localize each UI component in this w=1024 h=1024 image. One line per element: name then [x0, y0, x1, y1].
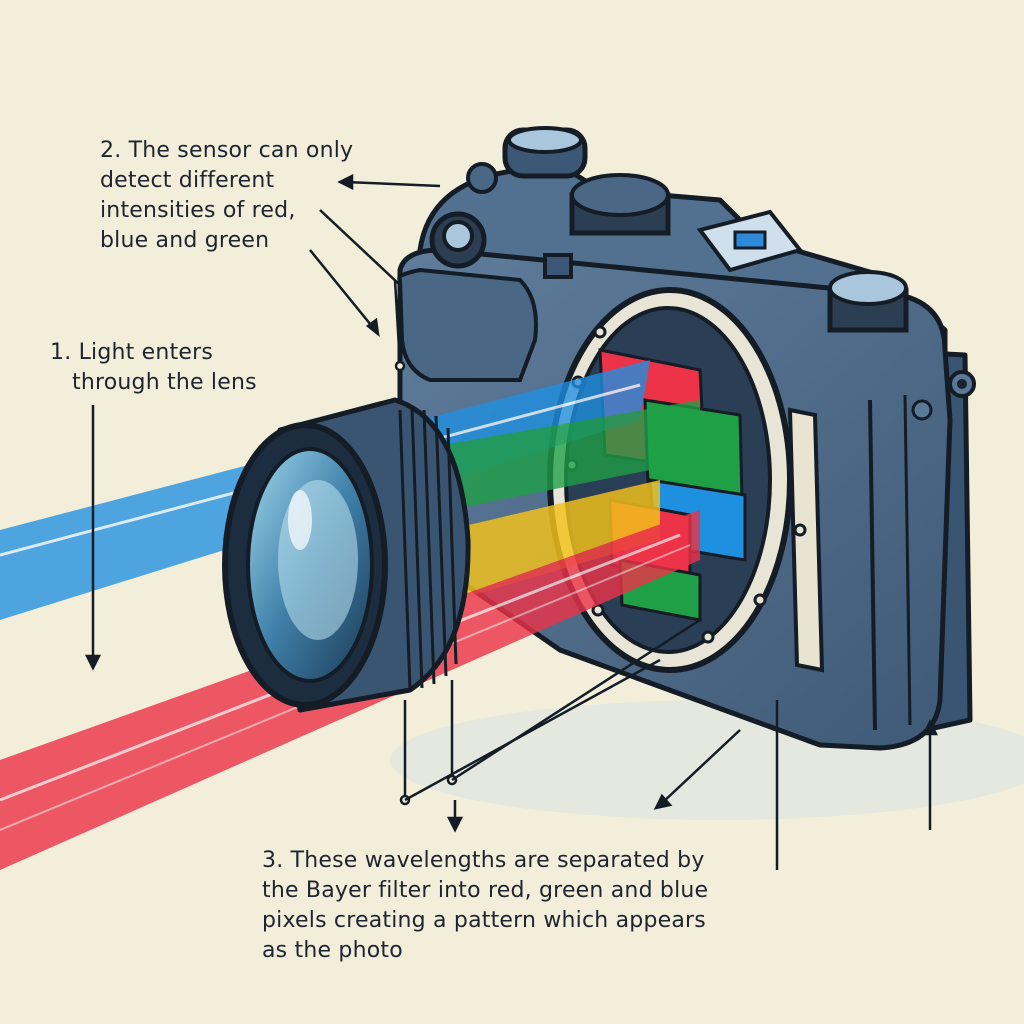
annotation-step-2: 2. The sensor can only detect different …: [100, 136, 353, 256]
annotation-step-3-line: pixels creating a pattern which appears: [262, 908, 706, 933]
annotation-step-1: 1. Light enters through the lens: [50, 338, 257, 398]
annotation-step-3-line: the Bayer filter into red, green and blu…: [262, 878, 709, 903]
annotation-step-2-line: detect different: [100, 168, 275, 193]
annotation-step-3-line: as the photo: [262, 938, 403, 963]
annotation-step-1-line: through the lens: [72, 370, 257, 395]
annotation-step-3: 3. These wavelengths are separated by th…: [262, 846, 708, 966]
lens-icon: [222, 397, 471, 713]
annotation-step-2-line: intensities of red,: [100, 198, 296, 223]
annotation-step-2-line: blue and green: [100, 228, 270, 253]
annotation-step-3-line: 3. These wavelengths are separated by: [262, 848, 705, 873]
annotation-step-2-line: 2. The sensor can only: [100, 138, 354, 163]
arrow-icon: [84, 173, 939, 870]
annotation-step-1-line: 1. Light enters: [50, 340, 214, 365]
